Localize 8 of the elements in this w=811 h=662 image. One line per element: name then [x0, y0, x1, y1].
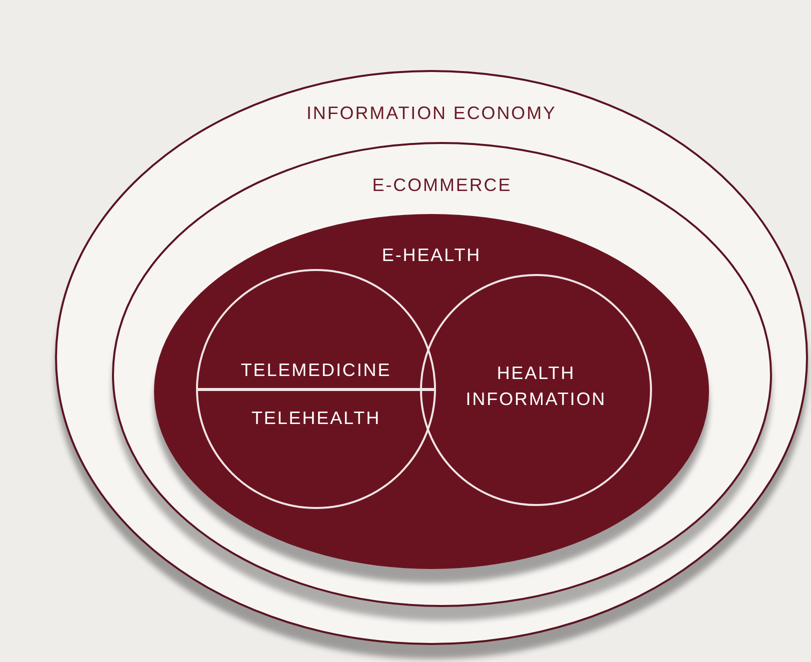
- region-label: TELEMEDICINE: [240, 359, 392, 382]
- region-label: E-COMMERCE: [371, 174, 513, 196]
- split-circle: [196, 269, 436, 509]
- region-label: TELEHEALTH: [250, 407, 382, 430]
- region-label: INFORMATION ECONOMY: [305, 102, 558, 124]
- region-label: HEALTH INFORMATION: [464, 362, 608, 412]
- region-label: E-HEALTH: [380, 244, 482, 266]
- circle: [420, 274, 652, 506]
